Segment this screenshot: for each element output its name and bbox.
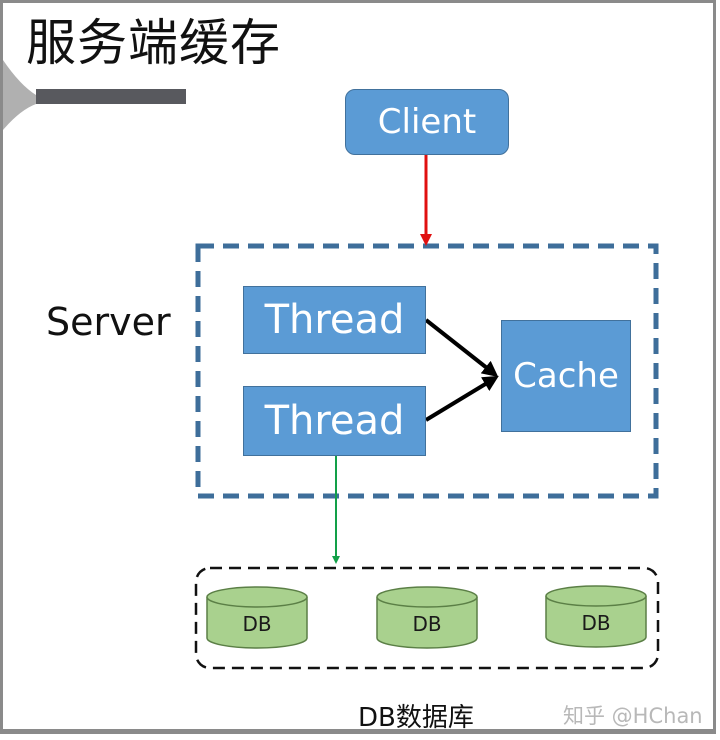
db-cylinder-1	[206, 586, 308, 649]
thread2-to-cache-arrow	[424, 375, 499, 422]
title-underline-bar	[36, 89, 186, 104]
watermark: 知乎 @HChan	[563, 704, 703, 728]
cache-node: Cache	[501, 320, 631, 432]
thread-node-2: Thread	[243, 386, 426, 456]
db-label-1: DB	[242, 612, 272, 636]
client-node: Client	[345, 89, 509, 155]
db-cylinder-2	[376, 586, 478, 649]
db-label-3: DB	[581, 611, 611, 635]
db-group-boundary	[194, 566, 660, 670]
db-cylinder-3	[545, 585, 647, 648]
server-label: Server	[46, 300, 171, 344]
thread-node-1: Thread	[243, 286, 426, 354]
db-group-label: DB数据库	[358, 703, 474, 733]
slide-title: 服务端缓存	[26, 14, 281, 72]
db-label-2: DB	[412, 612, 442, 636]
server-boundary	[195, 243, 659, 499]
thread1-to-cache-arrow	[424, 318, 499, 377]
title-decoration	[3, 60, 36, 130]
